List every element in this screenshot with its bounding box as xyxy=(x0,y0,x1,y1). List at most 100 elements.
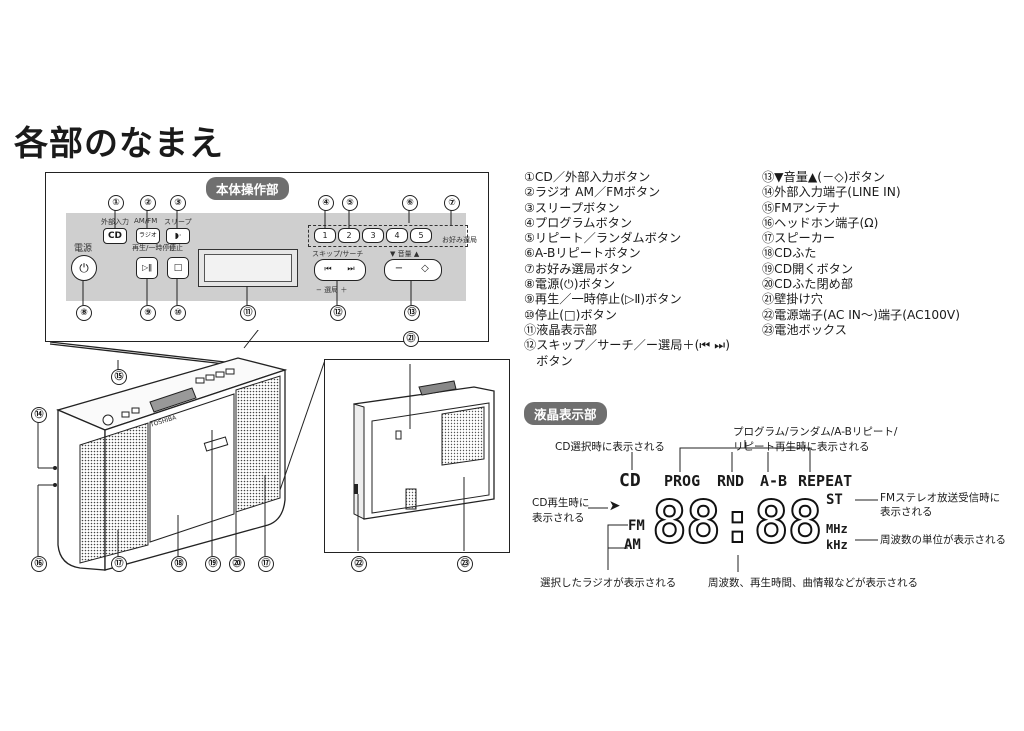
cd-input-button[interactable]: CD xyxy=(103,228,127,244)
preset-label-3: 3 xyxy=(370,231,376,240)
label-preset: お好み選局 xyxy=(442,236,477,244)
ann-unit: 周波数の単位が表示される xyxy=(880,534,1006,546)
part-22: ㉒電源端子(AC IN～)端子(AC100V) xyxy=(762,307,960,322)
callout-8: ⑧ xyxy=(76,305,92,321)
callout-21: ㉑ xyxy=(403,331,419,347)
control-panel-callout: 本体操作部 外部入力 AM/FM スリープ 電源 再生/一時停止 停止 スキップ… xyxy=(45,172,489,342)
label-volume: ▼ 音量 ▲ xyxy=(390,250,420,258)
volume-up-button[interactable]: ◇ xyxy=(414,261,436,277)
preset-button-5[interactable]: 5 xyxy=(410,228,432,243)
right-speaker xyxy=(235,375,281,513)
panel-leader-lines xyxy=(82,210,452,305)
callout-20: ⑳ xyxy=(229,556,245,572)
cd-input-button-label: CD xyxy=(107,231,123,241)
preset-button-4[interactable]: 4 xyxy=(386,228,408,243)
indicator-play-arrow: ➤ xyxy=(609,494,622,518)
section-label-lcd: 液晶表示部 xyxy=(524,402,607,425)
part-7: ⑦お好み選局ボタン xyxy=(524,261,633,276)
callout-4: ④ xyxy=(318,195,334,211)
part-19: ⑲CD開くボタン xyxy=(762,261,854,276)
preset-label-4: 4 xyxy=(394,231,400,240)
label-power: 電源 xyxy=(74,244,93,254)
ann-freq: 周波数、再生時間、曲情報などが表示される xyxy=(708,577,918,589)
power-button[interactable]: ⏻ xyxy=(71,255,97,281)
label-play-pause: 再生/一時停止 xyxy=(132,244,177,252)
lcd-digits: 88:88 xyxy=(652,492,822,552)
callout-22: ㉒ xyxy=(351,556,367,572)
unit-illustration xyxy=(37,330,288,571)
parts-list-col1: ①CD／外部入力ボタン ②ラジオ AM／FMボタン ③スリープボタン ④プログラ… xyxy=(524,169,730,368)
ann-cd-play-1: CD再生時に xyxy=(532,497,590,509)
lcd-window-inner xyxy=(204,254,292,282)
page-title: 各部のなまえ xyxy=(14,124,224,164)
part-15: ⑮FMアンテナ xyxy=(762,200,840,215)
indicator-am: AM xyxy=(624,537,641,553)
volume-down-button[interactable]: − xyxy=(388,261,410,277)
callout-18: ⑱ xyxy=(171,556,187,572)
callout-17-left: ⑰ xyxy=(111,556,127,572)
callout-3: ③ xyxy=(170,195,186,211)
power-icon: ⏻ xyxy=(79,261,89,275)
indicator-fm: FM xyxy=(628,518,645,534)
callout-2: ② xyxy=(140,195,156,211)
part-10: ⑩停止(□)ボタン xyxy=(524,307,617,322)
preset-button-3[interactable]: 3 xyxy=(362,228,384,243)
ann-cd-play-2: 表示される xyxy=(532,512,585,524)
callout-13: ⑬ xyxy=(404,305,420,321)
ann-radio: 選択したラジオが表示される xyxy=(540,577,677,589)
callout-16: ⑯ xyxy=(31,556,47,572)
callout-15: ⑮ xyxy=(111,369,127,385)
ann-prog-top: プログラム/ランダム/A-Bリピート/ xyxy=(733,426,898,438)
indicator-prog: PROG xyxy=(664,472,701,490)
part-14: ⑭外部入力端子(LINE IN) xyxy=(762,185,901,200)
skip-back-icon: ⏮ xyxy=(324,264,332,273)
ann-st-1: FMステレオ放送受信時に xyxy=(880,492,1001,504)
stop-button[interactable]: □ xyxy=(167,257,189,279)
part-4: ④プログラムボタン xyxy=(524,215,633,230)
cd-lid xyxy=(149,393,235,543)
minus-icon: − xyxy=(394,263,404,274)
part-5: ⑤リピート／ランダムボタン xyxy=(524,231,682,246)
label-skip-search: スキップ/サーチ xyxy=(312,250,364,258)
part-3: ③スリープボタン xyxy=(524,200,620,215)
back-view-connector xyxy=(280,359,326,490)
callout-11: ⑪ xyxy=(240,305,256,321)
ann-st-2: 表示される xyxy=(880,506,933,518)
callout-17-right: ⑰ xyxy=(258,556,274,572)
sleep-button[interactable]: ◗· xyxy=(166,228,190,244)
callout-14: ⑭ xyxy=(31,407,47,423)
callout-19: ⑲ xyxy=(205,556,221,572)
ann-cd-select: CD選択時に表示される xyxy=(555,441,665,453)
part-21: ㉑壁掛け穴 xyxy=(762,292,823,307)
part-12-cont: ボタン xyxy=(524,353,573,368)
part-23: ㉓電池ボックス xyxy=(762,322,847,337)
skip-forward-button[interactable]: ⏭ xyxy=(341,261,361,277)
callout-5: ⑤ xyxy=(342,195,358,211)
callout-9: ⑨ xyxy=(140,305,156,321)
skip-forward-icon: ⏭ xyxy=(347,264,355,273)
part-16: ⑯ヘッドホン端子(Ω) xyxy=(762,215,879,230)
indicator-st: ST xyxy=(826,492,843,508)
sleep-icon: ◗· xyxy=(174,231,182,240)
plus-icon: ◇ xyxy=(421,263,429,274)
indicator-cd: CD xyxy=(619,470,641,491)
part-17: ⑰スピーカー xyxy=(762,231,836,246)
callout-6: ⑥ xyxy=(402,195,418,211)
preset-button-2[interactable]: 2 xyxy=(338,228,360,243)
preset-label-2: 2 xyxy=(346,231,352,240)
indicator-repeat: REPEAT xyxy=(798,472,853,490)
indicator-ab: A-B xyxy=(760,472,788,490)
preset-button-1[interactable]: 1 xyxy=(314,228,336,243)
skip-back-button[interactable]: ⏮ xyxy=(318,261,338,277)
preset-label-1: 1 xyxy=(322,231,328,240)
callout-12: ⑫ xyxy=(330,305,346,321)
indicator-mhz: MHz xyxy=(826,522,848,536)
parts-list-col2: ⑬▼音量▲(－◇)ボタン ⑭外部入力端子(LINE IN) ⑮FMアンテナ ⑯ヘ… xyxy=(762,169,960,337)
skip-buttons xyxy=(314,259,366,281)
callout-1: ① xyxy=(108,195,124,211)
part-11: ⑪液晶表示部 xyxy=(524,322,598,337)
preset-frame xyxy=(308,225,468,247)
part-2: ②ラジオ AM／FMボタン xyxy=(524,185,661,200)
indicator-khz: kHz xyxy=(826,538,848,552)
radio-button[interactable]: ラジオ xyxy=(136,228,160,244)
